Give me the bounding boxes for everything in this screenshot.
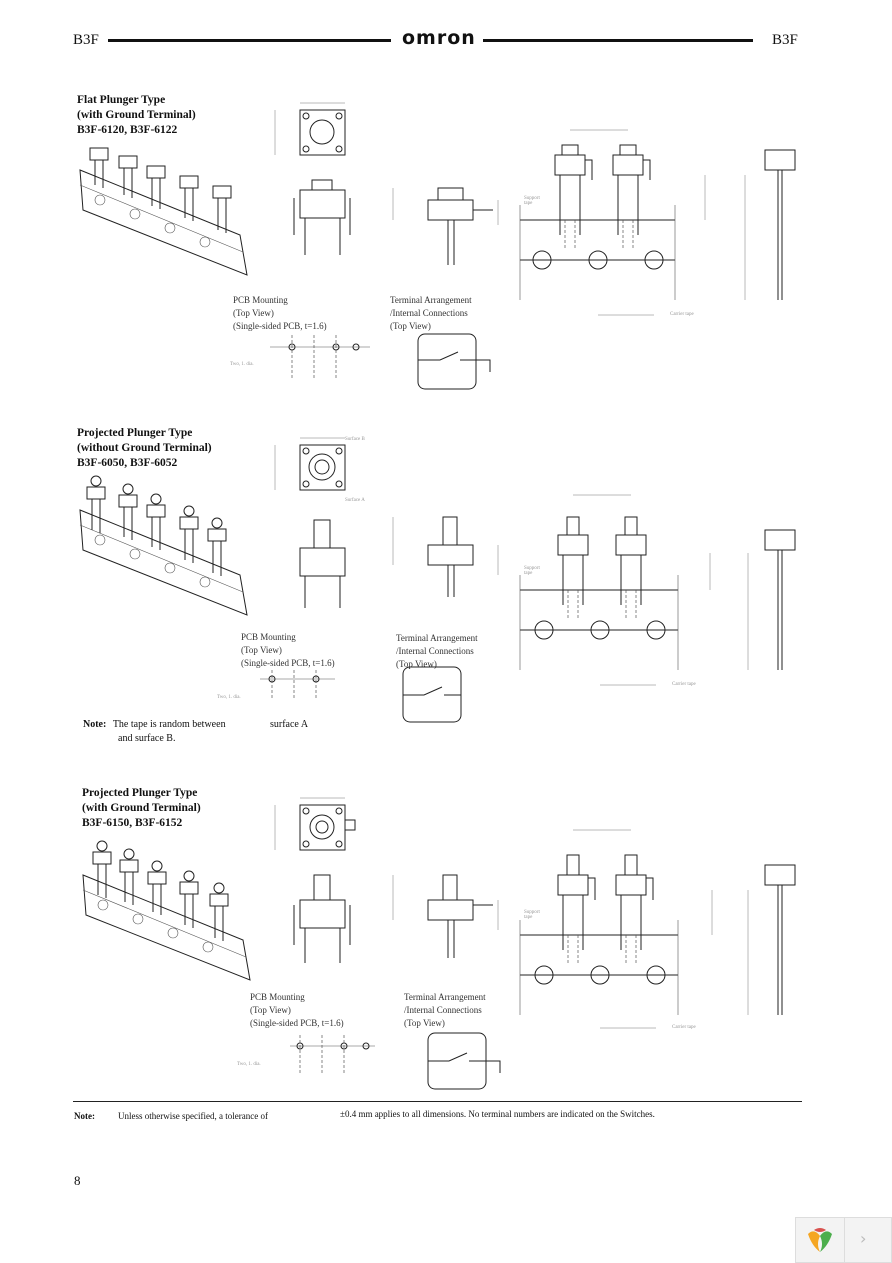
note-surface-a: surface A: [270, 719, 309, 730]
title-line: Flat Plunger Type: [77, 94, 166, 106]
model-numbers: B3F-6050, B3F-6052: [77, 457, 178, 469]
header-code-right: B3F: [772, 32, 798, 48]
nav-divider: [844, 1218, 845, 1262]
note-text: The tape is random between: [112, 719, 226, 730]
caption-line: Terminal Arrangement: [404, 992, 486, 1002]
caption-line: (Top View): [241, 645, 282, 655]
title-line: (with Ground Terminal): [77, 109, 196, 121]
pcb-mounting-caption: PCB Mounting (Top View) (Single-sided PC…: [233, 294, 327, 333]
section-title: Projected Plunger Type (without Ground T…: [77, 426, 212, 471]
top-view-drawing: [274, 797, 356, 963]
tape-drawing: [519, 494, 796, 686]
section-title: Projected Plunger Type (with Ground Term…: [82, 786, 201, 831]
mount-hole-label: Two, 1. dia.: [230, 362, 254, 367]
internal-connection-diagram: [417, 333, 491, 390]
mount-hole-label: Two, 1. dia.: [217, 695, 241, 700]
tape-drawing: [519, 829, 796, 1029]
header-code-left: B3F: [73, 32, 99, 48]
note-label: Note:: [83, 719, 107, 730]
side-view-drawing: [392, 187, 499, 265]
header-rule-right: [483, 39, 753, 42]
surface-b-label: Surface B: [345, 437, 365, 442]
internal-connection-diagram: [427, 1032, 501, 1090]
caption-line: (Top View): [390, 321, 431, 331]
taped-switch-illustration: [79, 147, 248, 276]
footer-note-text-b: ±0.4 mm applies to all dimensions. No te…: [340, 1109, 655, 1119]
pcb-mounting-drawing: [270, 335, 370, 380]
side-view-drawing: [392, 874, 499, 958]
taped-switch-illustration: [82, 840, 251, 981]
caption-line: PCB Mounting: [241, 632, 296, 642]
footer-rule: [73, 1101, 802, 1102]
carrier-tape-label: Carrier tape: [672, 682, 696, 687]
terminal-arrangement-caption: Terminal Arrangement /Internal Connectio…: [404, 991, 486, 1030]
omron-logo: omron: [402, 27, 476, 49]
support-tape-label: Support tape: [524, 196, 540, 206]
terminal-arrangement-caption: Terminal Arrangement /Internal Connectio…: [390, 294, 472, 333]
caption-line: PCB Mounting: [233, 295, 288, 305]
pcb-mounting-drawing: [260, 670, 335, 700]
title-line: (with Ground Terminal): [82, 802, 201, 814]
caption-line: Terminal Arrangement: [396, 633, 478, 643]
side-view-drawing: [392, 516, 499, 597]
note-text-line2: and surface B.: [118, 733, 176, 744]
tape-drawing: [519, 129, 796, 316]
caption-line: /Internal Connections: [404, 1005, 482, 1015]
carrier-tape-label: Carrier tape: [670, 312, 694, 317]
viewer-logo-icon: [808, 1228, 832, 1252]
caption-line: (Single-sided PCB, t=1.6): [233, 321, 327, 331]
caption-line: Terminal Arrangement: [390, 295, 472, 305]
caption-line: (Top View): [396, 659, 437, 669]
carrier-tape-label: Carrier tape: [672, 1025, 696, 1030]
taped-switch-illustration: [79, 475, 248, 616]
note-label: Note:: [74, 1111, 95, 1121]
chevron-right-icon[interactable]: ›: [860, 1229, 867, 1248]
caption-line: (Top View): [404, 1018, 445, 1028]
caption-line: /Internal Connections: [390, 308, 468, 318]
title-line: Projected Plunger Type: [82, 787, 198, 799]
support-tape-label: Support tape: [524, 566, 540, 576]
footer-note-label: Note:: [74, 1111, 95, 1121]
header-rule-left: [108, 39, 391, 42]
terminal-arrangement-caption: Terminal Arrangement /Internal Connectio…: [396, 632, 478, 671]
top-view-drawing: [274, 102, 351, 255]
pcb-mounting-drawing: [290, 1035, 375, 1075]
mount-hole-label: Two, 1. dia.: [237, 1062, 261, 1067]
caption-line: (Single-sided PCB, t=1.6): [241, 658, 335, 668]
model-numbers: B3F-6150, B3F-6152: [82, 817, 183, 829]
caption-line: (Top View): [250, 1005, 291, 1015]
model-numbers: B3F-6120, B3F-6122: [77, 124, 178, 136]
pcb-mounting-caption: PCB Mounting (Top View) (Single-sided PC…: [250, 991, 344, 1030]
title-line: Projected Plunger Type: [77, 427, 193, 439]
caption-line: (Top View): [233, 308, 274, 318]
page-number: 8: [74, 1173, 81, 1188]
title-line: (without Ground Terminal): [77, 442, 212, 454]
caption-line: PCB Mounting: [250, 992, 305, 1002]
footer-note-text-a: Unless otherwise specified, a tolerance …: [118, 1111, 268, 1121]
top-view-drawing: [274, 437, 346, 608]
section-title: Flat Plunger Type (with Ground Terminal)…: [77, 93, 196, 138]
internal-connection-diagram: [402, 666, 462, 723]
tape-random-note: Note: The tape is random between: [83, 719, 226, 730]
caption-line: /Internal Connections: [396, 646, 474, 656]
caption-line: (Single-sided PCB, t=1.6): [250, 1018, 344, 1028]
pcb-mounting-caption: PCB Mounting (Top View) (Single-sided PC…: [241, 631, 335, 670]
surface-a-label: Surface A: [345, 498, 365, 503]
viewer-nav-widget[interactable]: ›: [795, 1217, 892, 1263]
support-tape-label: Support tape: [524, 910, 540, 920]
